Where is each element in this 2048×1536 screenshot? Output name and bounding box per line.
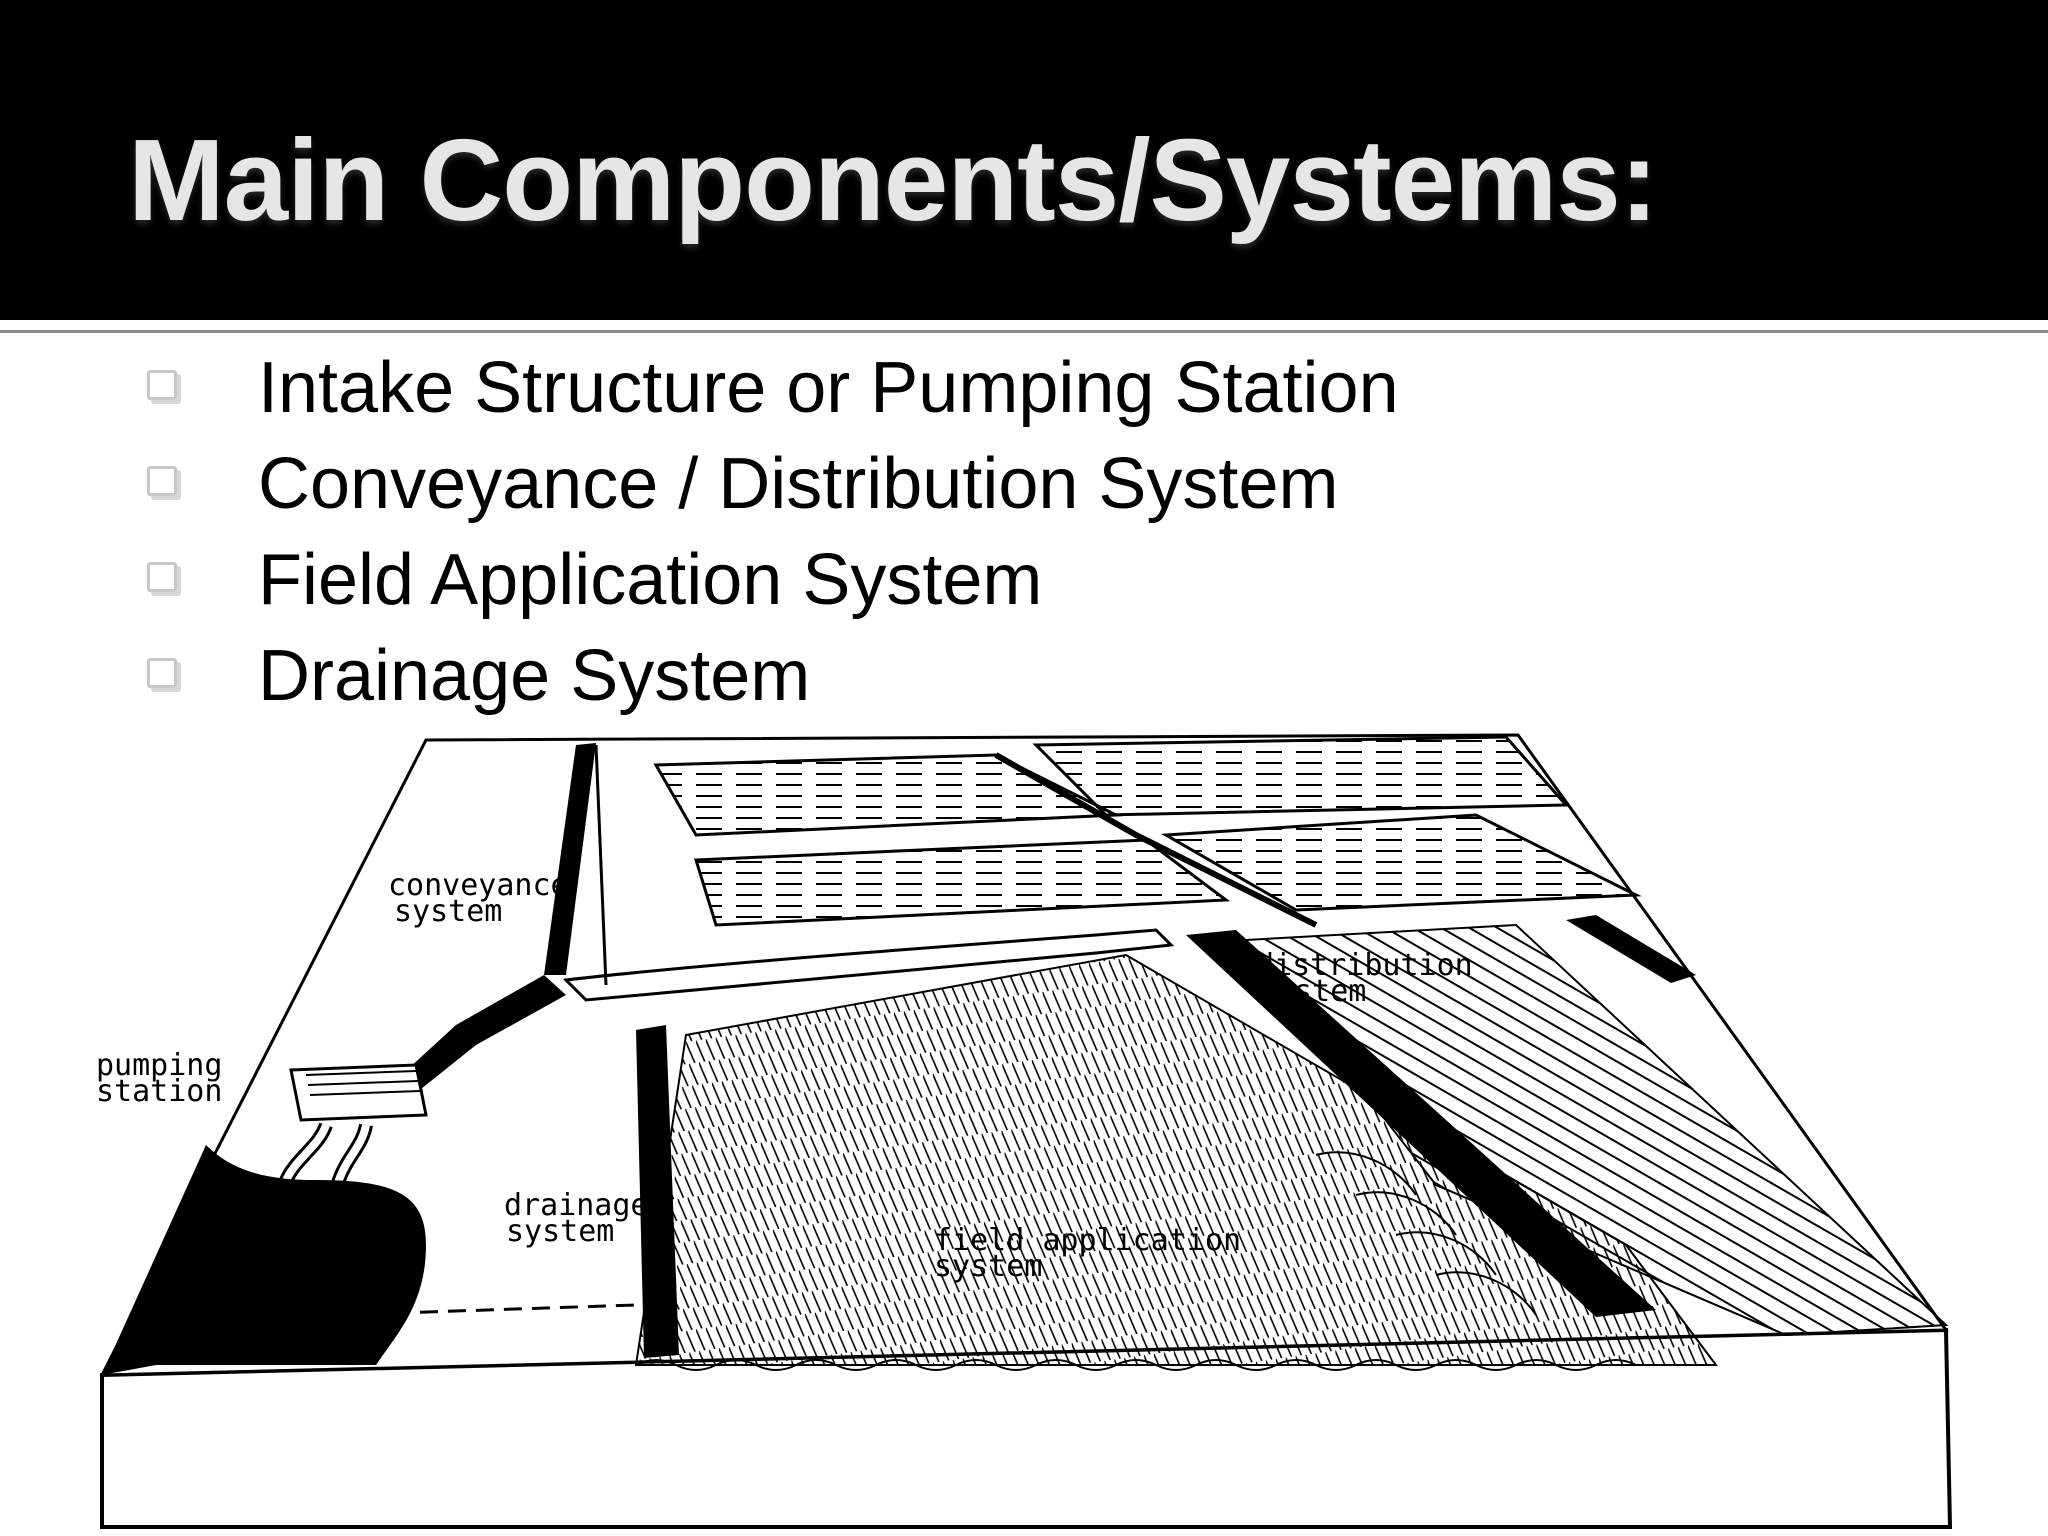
distribution-ditch [1186, 930, 1656, 1317]
far-field-top [1032, 735, 1570, 817]
field-divider [994, 752, 1318, 928]
drainage-channel [636, 1025, 679, 1358]
label-conveyance: system [394, 894, 502, 929]
bullet-item: Field Application System [0, 532, 2048, 628]
title-divider [0, 330, 2048, 333]
conveyance-canal [544, 743, 596, 975]
label-pumping: station [96, 1074, 222, 1109]
bullet-text: Conveyance / Distribution System [258, 444, 1339, 524]
label-drainage: drainage [504, 1188, 649, 1223]
label-distribution: system [1258, 974, 1366, 1009]
title-bar: Main Components/Systems: [0, 0, 2048, 320]
slide-title: Main Components/Systems: [128, 115, 1658, 245]
far-field-right [1160, 813, 1642, 912]
water-source [102, 1145, 426, 1375]
checkbox-bullet-icon [147, 658, 177, 688]
label-drainage: system [506, 1214, 614, 1249]
label-conveyance: conveyance [388, 868, 569, 903]
bullet-text: Drainage System [258, 636, 811, 716]
far-field-mid [693, 838, 1231, 927]
bullet-item: Conveyance / Distribution System [0, 436, 2048, 532]
bullet-text: Intake Structure or Pumping Station [258, 348, 1399, 428]
label-distribution: distribution [1256, 948, 1473, 983]
conveyance-channel [376, 975, 566, 1105]
bullet-text: Field Application System [258, 540, 1043, 620]
distribution-ditch-2 [1566, 915, 1696, 983]
checkbox-bullet-icon [147, 562, 177, 592]
checkbox-bullet-icon [147, 370, 177, 400]
irrigation-system-diagram: conveyance system pumping station draina… [96, 725, 1956, 1530]
bullet-list: Intake Structure or Pumping Station Conv… [0, 340, 2048, 724]
checkbox-bullet-icon [147, 466, 177, 496]
distribution-canal [562, 928, 1175, 1002]
right-field [1244, 923, 1949, 1337]
bullet-item: Drainage System [0, 628, 2048, 724]
bullet-item: Intake Structure or Pumping Station [0, 340, 2048, 436]
label-field-application: system [934, 1249, 1042, 1284]
label-field-application: field application [934, 1223, 1241, 1258]
field-divider [594, 744, 608, 986]
label-pumping: pumping [96, 1048, 222, 1083]
